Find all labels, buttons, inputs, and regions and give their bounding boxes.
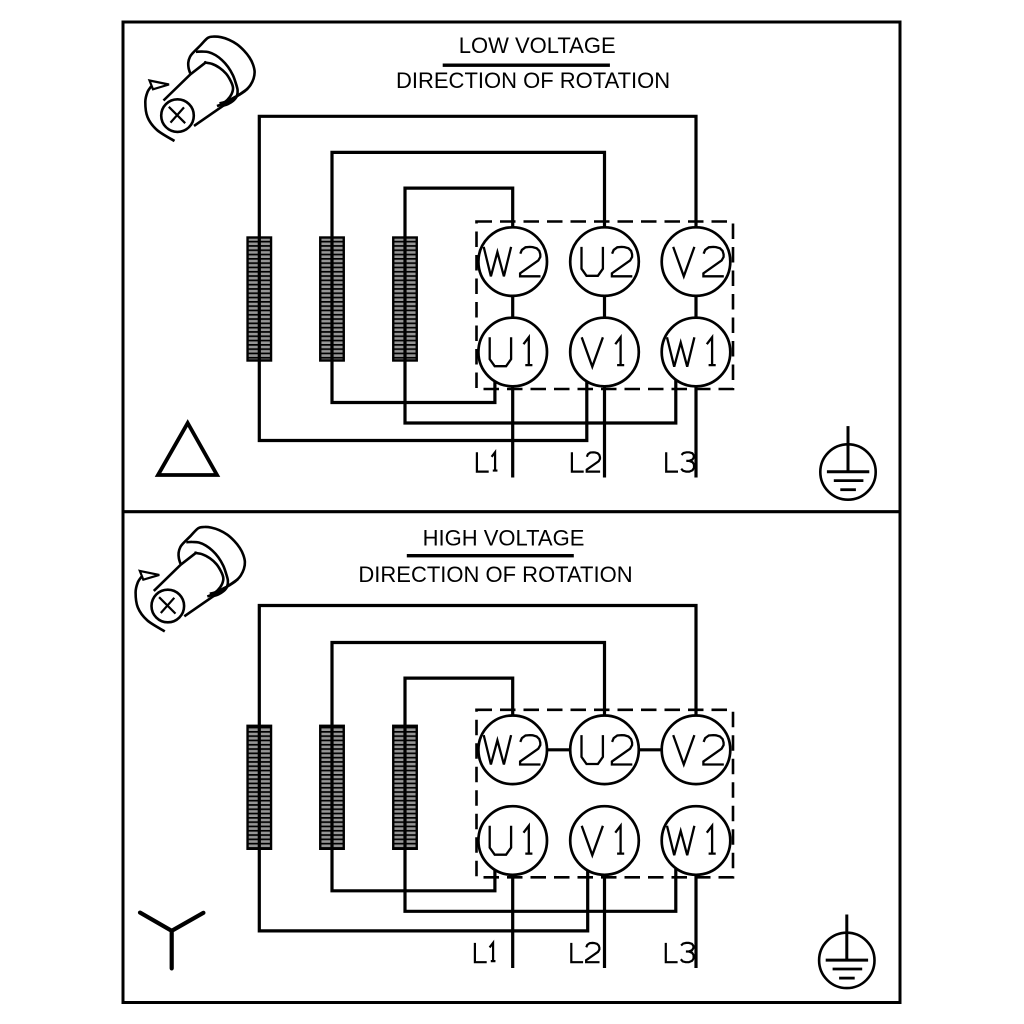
svg-text:DIRECTION OF ROTATION: DIRECTION OF ROTATION [396, 68, 670, 93]
svg-text:DIRECTION OF ROTATION: DIRECTION OF ROTATION [358, 562, 632, 587]
svg-text:LOW VOLTAGE: LOW VOLTAGE [459, 33, 616, 58]
svg-text:HIGH VOLTAGE: HIGH VOLTAGE [423, 525, 585, 550]
